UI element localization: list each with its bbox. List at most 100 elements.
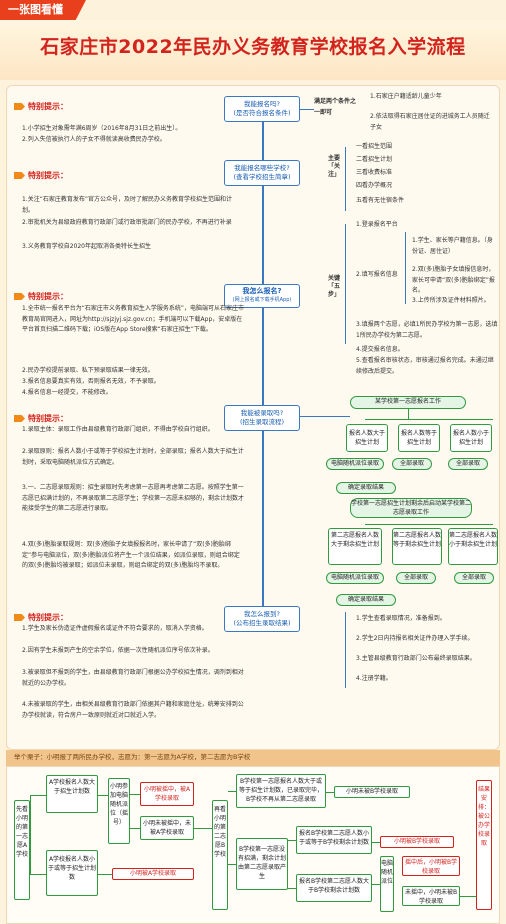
arrow-icon xyxy=(14,415,25,422)
q3-step-4: 4.提交报名信息。 xyxy=(356,346,404,353)
q1-connector xyxy=(300,109,314,111)
q5-tip-4: 4.未被录取的学生，由相关县级教育行政部门依据其户籍和家庭住址，统筹安排到公办学… xyxy=(22,701,244,719)
q3-substep-2: 2.双(多)胞胎子女填报信息时，家长可申请“双(多)胞胎绑定”报名。 xyxy=(412,266,495,294)
tip-label-5: 特别提示： xyxy=(14,612,68,623)
ex-b2b: 报名B学校第二志愿人数大于B学校剩余计划数 xyxy=(296,874,372,902)
flow-e: 第二志愿报名人数等于剩余招生计划 xyxy=(392,528,442,565)
ex-b2a-res: 小明被B学校录取 xyxy=(380,836,454,848)
q3-tip-1: 1.全市统一报名平台为“石家庄市义务教育招生入学服务系统”，电脑端可从石家庄市教… xyxy=(22,305,244,333)
q2-tip-1: 1.关注“石家庄教育发布”官方公众号，及时了解民办义务教育学校招生范围和计划。 xyxy=(22,196,232,214)
q1-cond-1: 1.石家庄户籍适龄儿童少年 xyxy=(370,93,442,100)
flow-f: 第二志愿报名人数小于剩余招生计划 xyxy=(448,528,498,565)
tip-label-2: 特别提示： xyxy=(14,170,68,181)
flow-all-3: 全部录取 xyxy=(396,572,436,584)
ex-direct: 小明被A学校录取 xyxy=(112,868,194,880)
q1-tip-2: 2.列入失信被执行人的子女不得就读高收费民办学校。 xyxy=(22,136,166,143)
q1-cond-label: 满足两个条件之一即可 xyxy=(314,98,357,116)
flow-all-2: 全部录取 xyxy=(448,458,488,470)
ex-line xyxy=(130,828,140,830)
ex-lose: 小明未被摇中，未被A学校录取 xyxy=(140,816,194,840)
q3-key-label: 关键「五步」 xyxy=(328,275,341,298)
ex-a-small: A学校报名人数小于或等于招生计划数 xyxy=(46,850,98,896)
title-band xyxy=(0,20,506,80)
q3-step-1: 1.登录报名平台 xyxy=(356,221,398,228)
flow-lottery: 电脑随机派位录取 xyxy=(326,458,384,470)
flow-line xyxy=(365,419,493,421)
q3-box: 我怎么报名? (网上报名或下载手机App) xyxy=(224,284,300,308)
banner-tag: 一张图看懂 xyxy=(0,0,86,20)
ex-line xyxy=(372,842,380,844)
q5-tip-3: 3.被录取但不报到的学生，由县级教育行政部门根据公办学校招生情况，调剂到相对就近… xyxy=(22,669,244,687)
arrow-icon xyxy=(14,293,25,300)
q5-tip-2: 2.因有学生未报到产生的空余学位，依据一次性随机派位序号依次补录。 xyxy=(22,647,214,654)
ex-line xyxy=(194,828,212,830)
flow-second: 学校第一志愿招生计划剩余后启动某学校第二志愿录取工作 xyxy=(350,498,472,518)
q4-box: 我能被录取吗? (招生录取流程) xyxy=(224,405,300,431)
q1-box: 我能报名吗? (是否符合报名条件) xyxy=(224,96,300,122)
ex-col2: 再看小明的第二志愿B学校 xyxy=(212,800,228,910)
q5-step-4: 4.注册学籍。 xyxy=(356,675,392,682)
tip-label-1: 特别提示： xyxy=(14,101,68,112)
ex-line xyxy=(98,874,112,876)
q2-item-5: 五看有无住宿条件 xyxy=(356,197,405,204)
ex-b2b-win: 摇中后，小明被B学校录取 xyxy=(402,856,460,876)
flow-first-choice: 某学校第一志愿报名工作 xyxy=(350,396,466,409)
ex-b2a: 报名B学校第二志愿人数小于或等于B学校剩余计划数 xyxy=(296,826,372,854)
ex-line xyxy=(228,864,236,866)
q5-box: 我怎么报到? (公布招生录取结果) xyxy=(224,606,300,632)
q2-box: 我能报名哪些学校? (查看学校招生简章) xyxy=(224,160,300,186)
q3-step-5: 5.查看报名审核状态，审核通过报名完成。未通过继续修改后提交。 xyxy=(356,357,494,375)
flow-confirm-2: 确定录取结果 xyxy=(336,594,396,606)
q2-tip-3: 3.义务教育学校自2020年起取消各类特长生招生 xyxy=(22,243,151,250)
q2-focus-label: 主要「关注」 xyxy=(328,155,341,178)
flow-confirm: 确定录取结果 xyxy=(336,482,396,494)
q3-step-3: 3.填报两个志愿，必填1所民办学校为第一志愿，选填1所民办学校为第二志愿。 xyxy=(356,321,498,339)
q3-tip-3: 3.报名信息要真实有效，否则报名无效，不予录取。 xyxy=(22,378,160,385)
ex-line xyxy=(98,795,108,797)
spine-line xyxy=(262,120,264,630)
q4-tip-4: 4.双(多)胞胎录取规则：双(多)胞胎子女填报报名时，家长申请了“双(多)胞胎绑… xyxy=(22,541,240,569)
top-banner xyxy=(0,0,506,20)
ex-line xyxy=(30,795,32,875)
ex-line xyxy=(372,884,380,886)
q2-item-4: 四看办学概况 xyxy=(356,182,393,189)
q5-step-3: 3.主管县级教育行政部门公布最终录取结果。 xyxy=(356,655,476,662)
ex-final: 结果安排：被公办学校录取 xyxy=(476,780,492,910)
ex-line xyxy=(30,874,46,876)
ex-win: 小明被摇中，被A学校录取 xyxy=(140,782,194,806)
q4-tip-1: 1.录取主体：录取工作由县级教育行政部门组织，不得由学校自行组织。 xyxy=(22,426,214,433)
example-header: 举个栗子：小明报了两所民办学校，志愿为：第一志愿为A学校，第二志愿为B学校 xyxy=(14,753,251,761)
q5-bracket xyxy=(345,612,347,688)
q3-question-sub: (网上报名或下载手机App) xyxy=(232,297,292,303)
flow-all-4: 全部录取 xyxy=(454,572,494,584)
flow-a: 报名人数大于招生计划 xyxy=(346,424,388,452)
ex-a-big: A学校报名人数大于招生计划数 xyxy=(46,775,98,813)
ex-line xyxy=(30,795,46,797)
ex-line xyxy=(288,888,296,890)
ex-line xyxy=(460,896,476,898)
q2-item-1: 一看招生范围 xyxy=(356,143,393,150)
q3-tip-4: 4.报名信息一经提交，不能修改。 xyxy=(22,389,112,396)
ex-line xyxy=(228,791,236,793)
q5-step-1: 1.学生查看录取情况，准备报到。 xyxy=(356,615,446,622)
q3-sub-bracket xyxy=(405,232,407,304)
flow-d: 第二志愿报名人数大于剩余招生计划 xyxy=(328,528,382,565)
flow-all-1: 全部录取 xyxy=(392,458,432,470)
page-title: 石家庄市2022年民办义务教育学校报名入学流程 xyxy=(40,36,466,58)
q1-cond-2: 2.依法取得石家庄居住证的进城务工人员随迁子女 xyxy=(370,113,490,131)
q3-substep-1: 1.学生、家长等户籍信息。（身份证、居住证） xyxy=(412,237,493,255)
ex-b1: B学校第一志愿报名人数大于或等于招生计划数，已录取完毕，B学校不再从第二志愿录取 xyxy=(236,774,326,808)
q3-step-2: 2.填写报名信息 xyxy=(356,271,398,278)
ex-b2b-lose: 未摇中，小明未被B学校录取 xyxy=(402,886,460,906)
ex-b2: B学校第一志愿没有招满，剩余计划由第二志愿录取产生 xyxy=(236,838,288,890)
ex-line xyxy=(288,840,296,842)
flow-lottery-2: 电脑随机派位录取 xyxy=(326,572,384,584)
ex-lottery: 小明参加电脑随机派位（摇号） xyxy=(108,778,130,844)
flow-line xyxy=(365,524,493,526)
ex-line xyxy=(326,792,334,794)
ex-line xyxy=(130,794,140,796)
flow-line xyxy=(408,409,410,419)
q2-bracket xyxy=(345,147,347,211)
q4-connector xyxy=(300,416,350,418)
q5-step-2: 2.学生2日内持报名相关证件办理入学手续。 xyxy=(356,635,474,642)
